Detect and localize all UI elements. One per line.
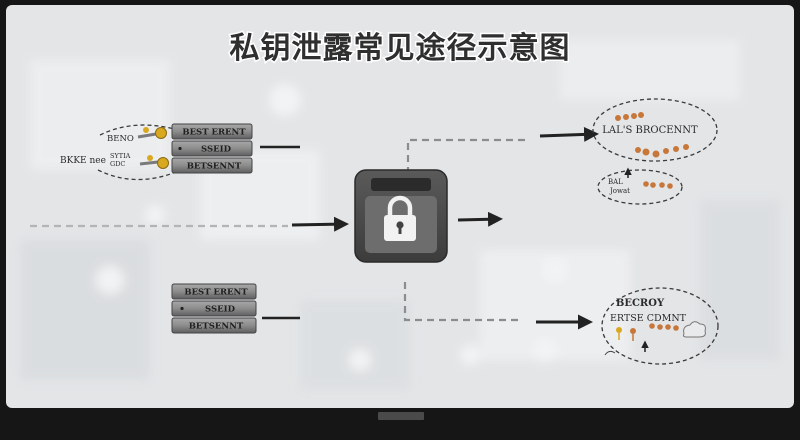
bubble-bottom-outline xyxy=(601,287,719,365)
background-bokeh xyxy=(349,349,371,371)
key-link xyxy=(673,146,679,152)
dashed-path-top xyxy=(406,138,528,174)
key-link xyxy=(623,114,629,120)
server-slab xyxy=(171,283,257,300)
bubble-mid-line-1: BAL xyxy=(608,178,623,186)
background-shelf xyxy=(700,200,780,360)
key-link xyxy=(663,148,669,154)
server-slab xyxy=(171,140,253,157)
left-keys-label-left: BKKE nee xyxy=(60,156,106,166)
key-link xyxy=(649,323,655,329)
server-stack-bottom: BEST ERENT SSEID BETSENNT xyxy=(171,283,257,334)
key-icon xyxy=(137,127,167,139)
key-link xyxy=(630,328,636,334)
server-led xyxy=(178,146,182,151)
background-bokeh xyxy=(542,257,568,283)
key-chain-icon xyxy=(649,323,679,331)
key-link xyxy=(615,115,621,121)
key-chain-icon xyxy=(616,327,636,341)
background-bokeh xyxy=(96,266,124,294)
server-bottom-line-2: SSEID xyxy=(205,305,236,315)
key-link xyxy=(659,182,665,188)
left-keys-outline-bottom xyxy=(97,169,177,181)
server-led xyxy=(180,306,184,311)
bubble-bottom-line-1: BECROY xyxy=(616,298,665,309)
server-bottom-line-3: BETSENNT xyxy=(189,322,244,332)
arrow-to-lock xyxy=(291,216,349,232)
server-slab xyxy=(171,123,253,140)
key-link xyxy=(650,182,656,188)
cloud-icon xyxy=(682,321,706,338)
key-chain-icon xyxy=(615,112,644,121)
key-link xyxy=(652,150,660,158)
bubble-top: LAL'S BROCENNT xyxy=(592,98,718,162)
bubble-top-outline xyxy=(592,98,718,162)
bubble-bottom-line-2: ERTSE CDMNT xyxy=(610,313,687,324)
key-chain-icon xyxy=(643,181,673,189)
key-shaft xyxy=(137,132,157,139)
background-shelf xyxy=(20,240,150,380)
background-shelf xyxy=(300,300,410,390)
bubble-bottom: BECROY ERTSE CDMNT xyxy=(601,287,719,365)
key-bow xyxy=(157,157,169,169)
key-link xyxy=(642,148,650,156)
server-top-line-1: BEST ERENT xyxy=(182,128,246,138)
key-link xyxy=(616,327,622,333)
padlock-shackle xyxy=(387,195,413,217)
key-link xyxy=(665,324,671,330)
diagram-title: 私钥泄露常见途径示意图 xyxy=(230,31,571,66)
padlock-keyhole xyxy=(396,221,404,229)
bubble-top-label: LAL'S BROCENNT xyxy=(602,125,698,136)
background-shelf xyxy=(30,60,170,170)
left-keys-outline-top xyxy=(99,124,179,136)
background-shelf xyxy=(560,40,740,100)
lock-vault-slot xyxy=(371,178,431,191)
padlock-keyhole-slot xyxy=(398,226,402,234)
key-link xyxy=(631,113,637,119)
server-top-line-3: BETSENNT xyxy=(187,162,242,172)
key-bow xyxy=(155,127,167,139)
key-link xyxy=(638,112,644,118)
background-blur xyxy=(20,40,780,390)
left-keys-label-small-2: GDC xyxy=(110,160,125,168)
key-bit xyxy=(147,155,153,161)
arrow-to-top-bubble xyxy=(539,126,599,142)
key-link xyxy=(657,324,663,330)
arrow-from-lock xyxy=(457,211,503,227)
server-top-line-2: SSEID xyxy=(201,145,232,155)
key-link xyxy=(673,325,679,331)
key-shaft xyxy=(139,160,159,166)
left-keys-group: BENO BKKE nee SYTIA GDC xyxy=(60,124,179,181)
padlock-icon xyxy=(384,195,416,241)
server-slab xyxy=(171,317,257,334)
background-bokeh xyxy=(145,205,165,225)
key-chain-icon xyxy=(635,144,689,158)
key-icon xyxy=(139,155,169,169)
left-keys-label-small-1: SYTIA xyxy=(110,152,131,160)
server-slab xyxy=(171,300,257,317)
background-bokeh xyxy=(460,345,480,365)
left-keys-label-top: BENO xyxy=(107,134,134,144)
key-bit xyxy=(143,127,149,133)
key-link xyxy=(635,147,641,153)
bubble-mid-outline xyxy=(597,169,683,205)
bubble-mid-line-2: Jowat xyxy=(609,187,630,195)
bubble-bottom-squiggle xyxy=(604,350,616,356)
monitor-logo xyxy=(378,412,424,420)
background-bokeh xyxy=(533,338,557,362)
key-link xyxy=(643,181,649,187)
key-link xyxy=(667,183,673,189)
lock-vault xyxy=(354,169,448,263)
key-link xyxy=(683,144,689,150)
dashed-path-bottom xyxy=(403,282,522,322)
background-bokeh xyxy=(269,84,301,116)
server-slab xyxy=(171,157,253,174)
server-bottom-line-1: BEST ERENT xyxy=(184,288,248,298)
server-stack-top: BEST ERENT SSEID BETSENNT xyxy=(171,123,253,174)
bubble-mid: BAL Jowat xyxy=(597,167,683,205)
